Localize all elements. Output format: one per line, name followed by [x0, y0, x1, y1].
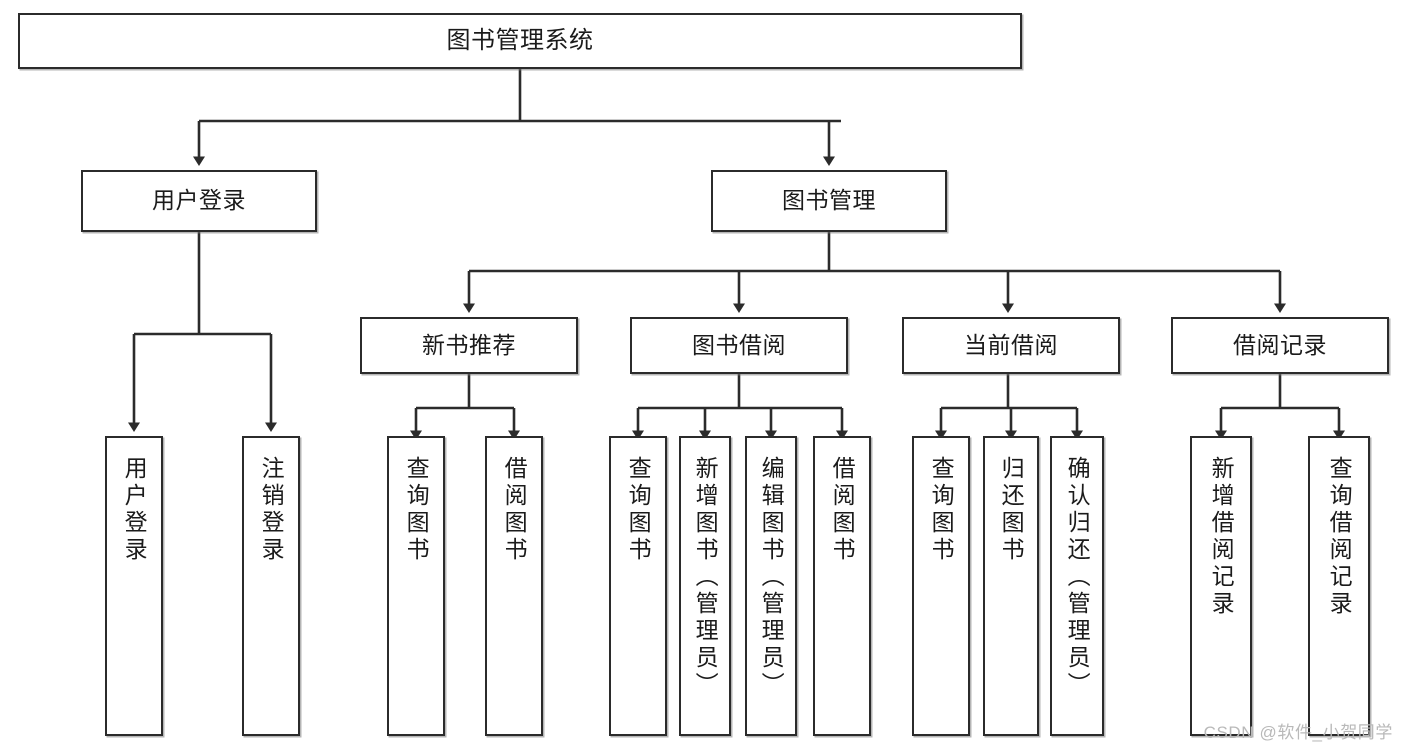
node-leaf-add-borrow-record-label: 新增借阅记录 [1208, 456, 1235, 618]
node-leaf-query-borrow-record-label: 查询借阅记录 [1326, 456, 1353, 618]
node-leaf-confirm-return-label: 确认归还（管理员） [1064, 456, 1091, 699]
node-leaf-user-login-label: 用户登录 [121, 456, 148, 564]
node-borrow-record-label: 借阅记录 [1233, 331, 1327, 358]
node-leaf-borrow-book[interactable]: 借阅图书 [813, 436, 871, 736]
node-leaf-add-book[interactable]: 新增图书（管理员） [679, 436, 731, 736]
node-leaf-return-book-label: 归还图书 [998, 456, 1025, 564]
node-user-login[interactable]: 用户登录 [81, 170, 317, 232]
node-user-login-label: 用户登录 [152, 187, 246, 214]
node-leaf-user-logout[interactable]: 注销登录 [242, 436, 300, 736]
node-book-manage[interactable]: 图书管理 [711, 170, 947, 232]
node-leaf-query-book-recommend[interactable]: 查询图书 [387, 436, 445, 736]
node-leaf-edit-book-label: 编辑图书（管理员） [758, 456, 785, 699]
node-leaf-query-book-recommend-label: 查询图书 [403, 456, 430, 564]
node-book-manage-label: 图书管理 [782, 187, 876, 214]
node-leaf-borrow-book-recommend[interactable]: 借阅图书 [485, 436, 543, 736]
node-book-borrow-label: 图书借阅 [692, 331, 786, 358]
node-root-label: 图书管理系统 [446, 26, 594, 54]
node-new-book-recommend-label: 新书推荐 [422, 331, 516, 358]
node-leaf-query-book-current[interactable]: 查询图书 [912, 436, 970, 736]
node-leaf-user-login[interactable]: 用户登录 [105, 436, 163, 736]
node-leaf-borrow-book-recommend-label: 借阅图书 [501, 456, 528, 564]
node-new-book-recommend[interactable]: 新书推荐 [360, 317, 578, 374]
node-book-borrow[interactable]: 图书借阅 [630, 317, 848, 374]
node-leaf-add-borrow-record[interactable]: 新增借阅记录 [1190, 436, 1252, 736]
node-current-borrow[interactable]: 当前借阅 [902, 317, 1120, 374]
node-leaf-return-book[interactable]: 归还图书 [983, 436, 1039, 736]
node-root[interactable]: 图书管理系统 [18, 13, 1022, 69]
node-leaf-query-book-current-label: 查询图书 [928, 456, 955, 564]
node-leaf-confirm-return[interactable]: 确认归还（管理员） [1050, 436, 1104, 736]
node-leaf-add-book-label: 新增图书（管理员） [692, 456, 719, 699]
node-leaf-edit-book[interactable]: 编辑图书（管理员） [745, 436, 797, 736]
node-leaf-query-borrow-record[interactable]: 查询借阅记录 [1308, 436, 1370, 736]
node-leaf-borrow-book-label: 借阅图书 [829, 456, 856, 564]
node-current-borrow-label: 当前借阅 [964, 331, 1058, 358]
node-leaf-user-logout-label: 注销登录 [258, 456, 285, 564]
node-borrow-record[interactable]: 借阅记录 [1171, 317, 1389, 374]
node-leaf-query-book[interactable]: 查询图书 [609, 436, 667, 736]
csdn-watermark: CSDN @软件_小贺同学 [1203, 723, 1393, 742]
node-leaf-query-book-label: 查询图书 [625, 456, 652, 564]
